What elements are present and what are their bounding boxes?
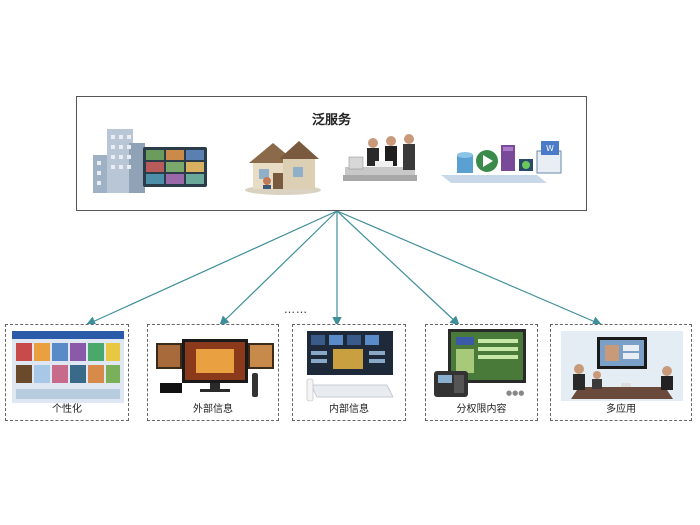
svg-text:W: W [546, 144, 554, 153]
arrow-to-node-5 [336, 210, 603, 326]
city-buildings-icon [93, 129, 207, 193]
node-external-info: 外部信息 [147, 324, 279, 421]
node-label-external-info: 外部信息 [193, 404, 233, 415]
arrow-to-node-2 [219, 210, 338, 326]
tv-external-info-icon [156, 339, 274, 397]
conference-room-icon [561, 331, 683, 401]
tv-phone-permission-icon: ●●● [434, 329, 526, 397]
ellipsis: …… [284, 303, 308, 316]
pan-service-box: 泛服务 [76, 96, 587, 211]
family-home-icon [245, 141, 321, 195]
node-label-permission-content: 分权限内容 [456, 404, 507, 415]
node-label-internal-info: 内部信息 [329, 404, 369, 415]
personalization-app-grid-icon [12, 331, 124, 403]
set-top-box-menu-icon [306, 331, 394, 402]
node-personalization: 个性化 [5, 324, 129, 421]
arrow-to-node-1 [85, 210, 338, 326]
arrow-to-node-4 [336, 210, 460, 326]
node-label-multi-application: 多应用 [606, 404, 636, 415]
top-title: 泛服务 [311, 113, 351, 128]
svg-text:●●●: ●●● [506, 389, 524, 397]
node-label-personalization: 个性化 [52, 404, 82, 415]
node-multi-application: 多应用 [550, 324, 692, 421]
business-meeting-icon [343, 134, 417, 181]
node-internal-info: 内部信息 [292, 324, 406, 421]
node-permission-content: ●●● 分权限内容 [425, 324, 538, 421]
media-files-icon: W [441, 141, 562, 183]
